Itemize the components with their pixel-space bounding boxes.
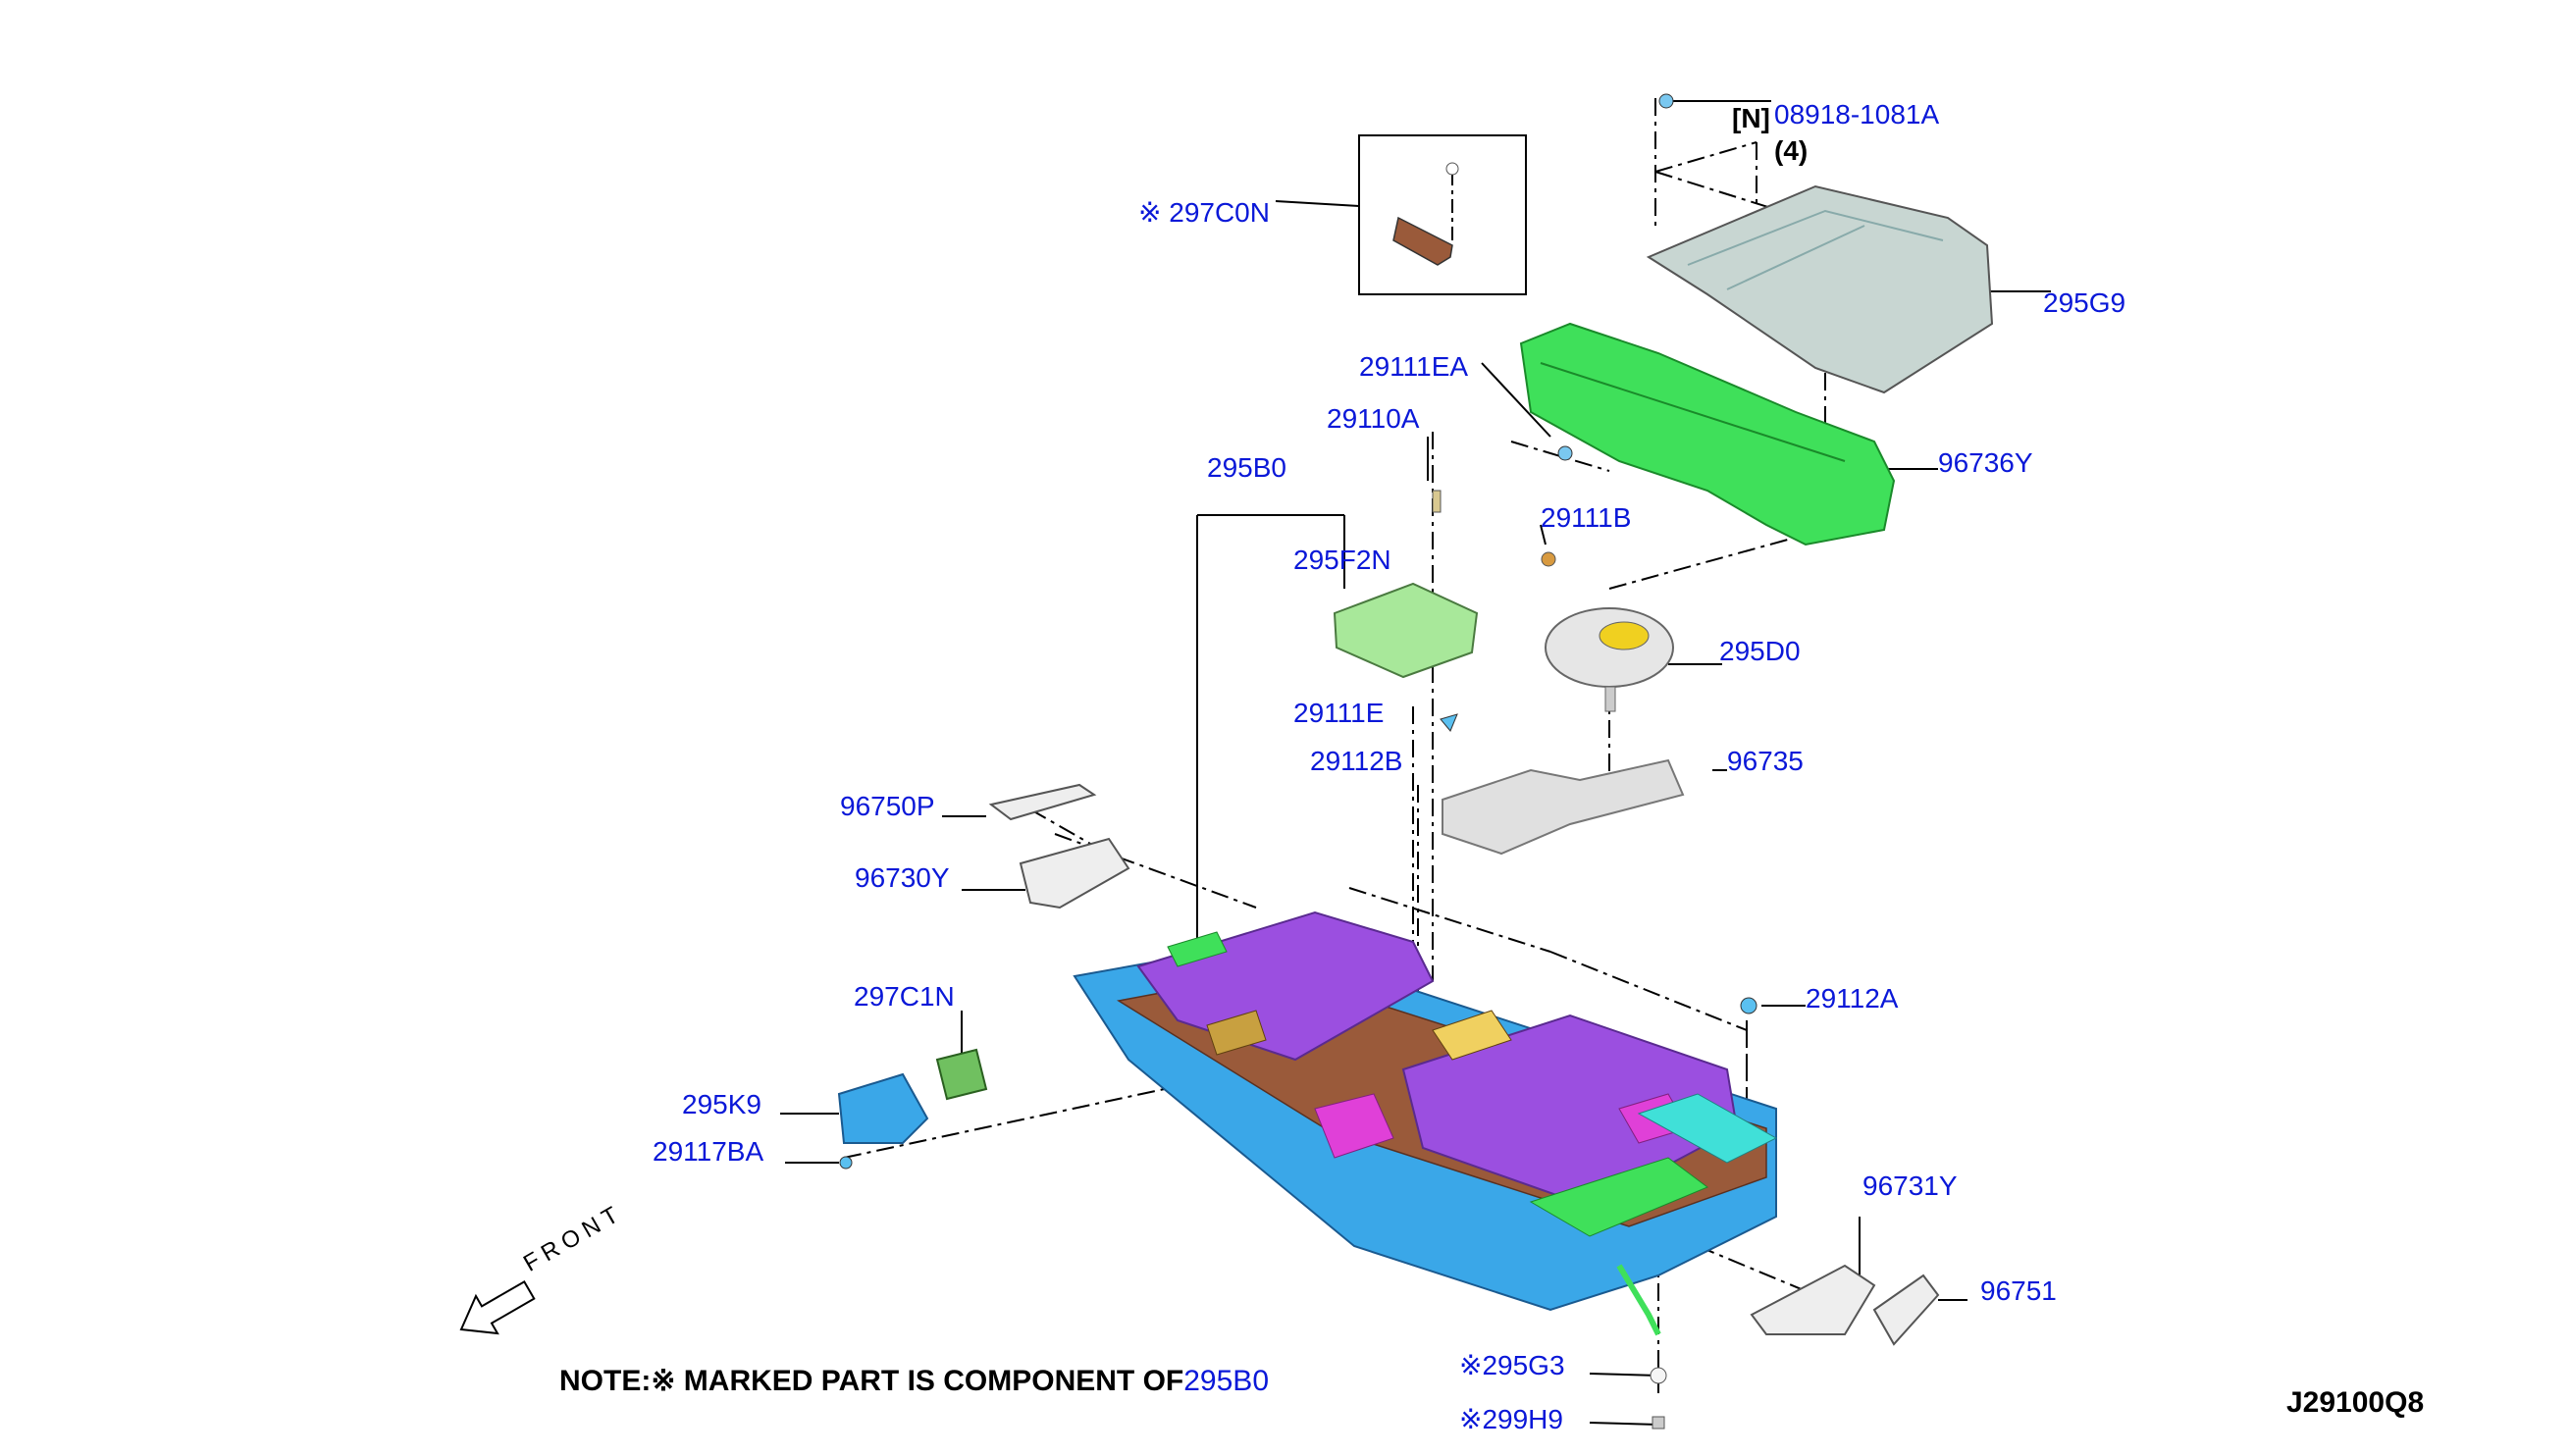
label-96751[interactable]: 96751: [1980, 1275, 2057, 1306]
label-96736y[interactable]: 96736Y: [1938, 447, 2033, 478]
label-295d0[interactable]: 295D0: [1719, 636, 1801, 666]
label-96730y[interactable]: 96730Y: [855, 862, 950, 893]
label-295g3[interactable]: ※295G3: [1459, 1350, 1565, 1380]
label-29110a[interactable]: 29110A: [1327, 403, 1420, 434]
note-text: NOTE:※ MARKED PART IS COMPONENT OF: [559, 1365, 1184, 1397]
label-29111ea[interactable]: 29111EA: [1359, 351, 1469, 382]
label-295k9[interactable]: 295K9: [682, 1089, 761, 1119]
label-29117ba[interactable]: 29117BA: [653, 1136, 764, 1167]
label-297c0n[interactable]: ※ 297C0N: [1138, 197, 1270, 228]
label-96735[interactable]: 96735: [1727, 746, 1804, 776]
label-29111e[interactable]: 29111E: [1293, 698, 1385, 728]
component-note: NOTE:※ MARKED PART IS COMPONENT OF295B0: [559, 1364, 1269, 1398]
label-08918-prefix: [N]: [1732, 103, 1770, 133]
label-295b0[interactable]: 295B0: [1207, 452, 1286, 483]
label-29111b[interactable]: 29111B: [1541, 502, 1632, 533]
label-96731y[interactable]: 96731Y: [1862, 1170, 1958, 1201]
label-08918-1081a[interactable]: 08918-1081A: [1774, 99, 1940, 130]
label-297c1n[interactable]: 297C1N: [854, 981, 955, 1012]
label-295f2n[interactable]: 295F2N: [1293, 545, 1391, 575]
note-ref-295b0[interactable]: 295B0: [1183, 1365, 1269, 1397]
label-08918-qty: (4): [1774, 135, 1809, 166]
label-295g9[interactable]: 295G9: [2043, 287, 2126, 318]
diagram-id: J29100Q8: [2286, 1386, 2425, 1419]
label-29112a[interactable]: 29112A: [1806, 983, 1899, 1014]
label-29112b[interactable]: 29112B: [1310, 746, 1403, 776]
label-96750p[interactable]: 96750P: [840, 791, 935, 821]
label-299h9[interactable]: ※299H9: [1459, 1404, 1563, 1434]
